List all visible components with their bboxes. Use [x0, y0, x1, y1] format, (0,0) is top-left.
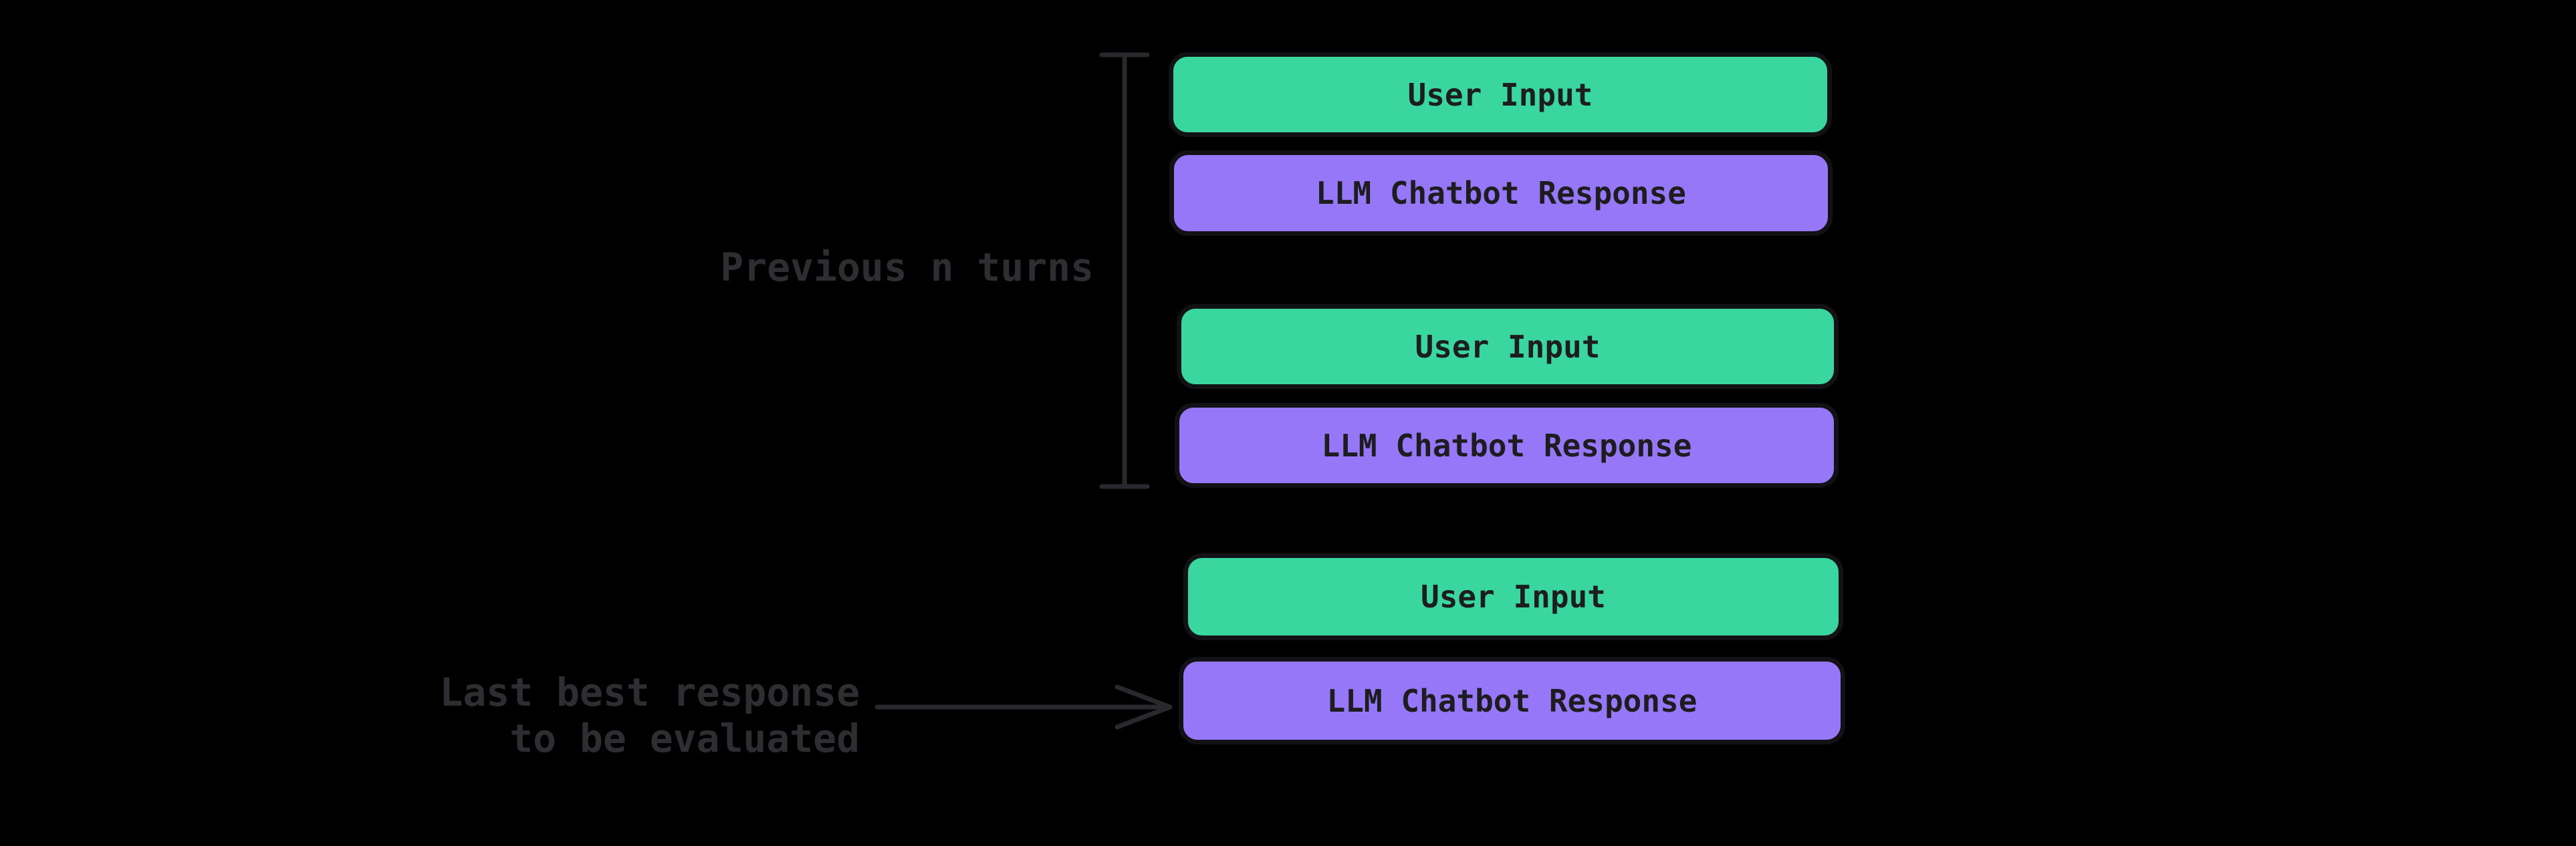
- user-input-box-current-label: User Input: [1421, 579, 1606, 615]
- llm-response-box-turn2: LLM Chatbot Response: [1175, 403, 1839, 488]
- llm-response-box-turn1-label: LLM Chatbot Response: [1316, 175, 1686, 211]
- llm-response-box-turn1: LLM Chatbot Response: [1169, 150, 1833, 236]
- last-response-label: Last best response to be evaluated: [439, 670, 860, 762]
- user-input-box-turn1: User Input: [1169, 52, 1832, 137]
- last-response-label-line2: to be evaluated: [509, 716, 860, 761]
- llm-response-box-current-label: LLM Chatbot Response: [1326, 682, 1697, 719]
- last-response-label-line1: Last best response: [439, 670, 860, 715]
- previous-turns-label: Previous n turns: [720, 245, 1094, 290]
- llm-response-box-current: LLM Chatbot Response: [1179, 657, 1845, 744]
- llm-response-box-turn2-label: LLM Chatbot Response: [1321, 427, 1692, 464]
- previous-turns-bracket-icon: [1099, 52, 1150, 489]
- user-input-box-current: User Input: [1183, 553, 1843, 640]
- user-input-box-turn1-label: User Input: [1407, 76, 1593, 113]
- user-input-box-turn2: User Input: [1177, 304, 1839, 389]
- user-input-box-turn2-label: User Input: [1415, 328, 1601, 365]
- last-response-arrow-icon: [874, 684, 1173, 730]
